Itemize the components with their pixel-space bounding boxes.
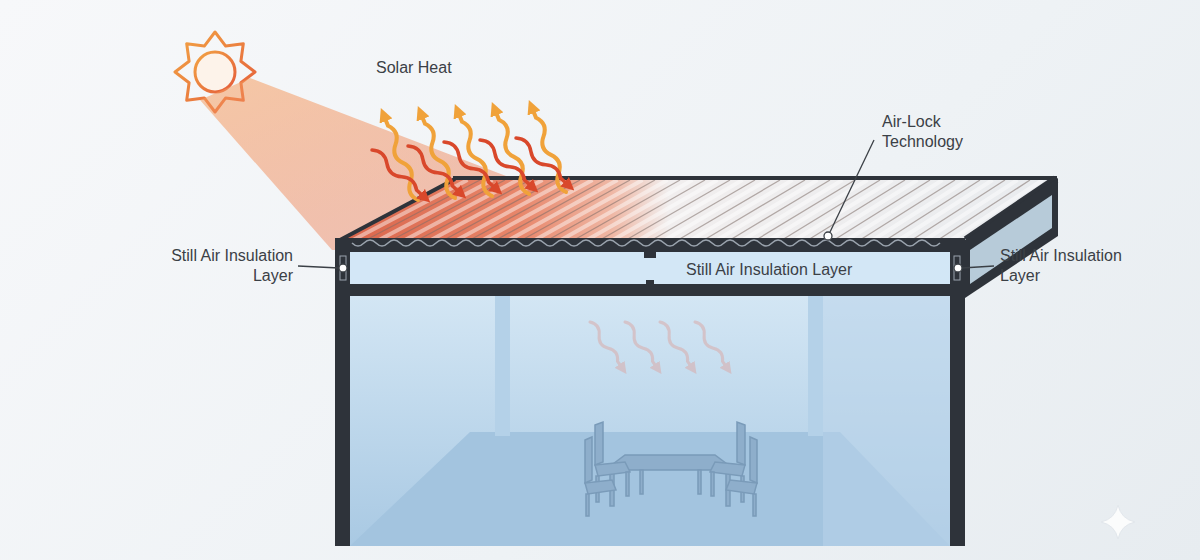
- leader-lines: [298, 140, 994, 272]
- feature-label: Air-Lock Technology: [882, 112, 986, 152]
- reflected-heat-arrows: [381, 109, 570, 202]
- layer-label: Still Air Insulation Layer: [686, 260, 852, 280]
- table-and-chairs: [585, 422, 757, 516]
- incoming-heat-arrows: [369, 135, 569, 198]
- pergola-interior: [350, 296, 950, 546]
- interior-heat-arrows: [587, 320, 729, 368]
- heat-label: Solar Heat: [376, 58, 452, 78]
- layer-label: Still Air Insulation Layer: [1000, 246, 1136, 286]
- layer-label: Still Air Insulation Layer: [157, 246, 293, 286]
- watermark-sparkle: [1101, 505, 1135, 539]
- pergola-frame: [335, 178, 1058, 546]
